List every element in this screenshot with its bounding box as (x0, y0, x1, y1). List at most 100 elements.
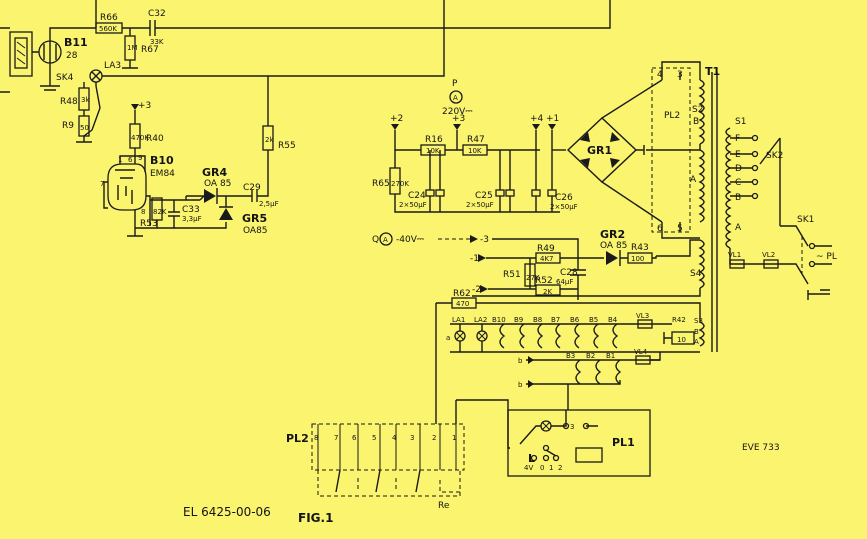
tap-d: D (735, 164, 742, 174)
gr5-label: GR5 (242, 212, 267, 225)
pl1-box (507, 409, 651, 477)
b10-label: B10 (150, 154, 174, 167)
c26-label: C26 (555, 193, 573, 203)
c33-label: C33 (182, 205, 200, 215)
s3-b: B (694, 328, 699, 336)
s2-a: A (690, 175, 697, 185)
r65-label: R65 (372, 179, 390, 189)
r9-value: 50 (80, 124, 89, 132)
plus3a-label: +3 (138, 101, 151, 111)
lamp-bank-section: R62 470 LA1 LA2 B10 B9 B8 B7 B6 B5 B4 VL… (436, 289, 701, 410)
r62-value: 470 (456, 300, 469, 308)
pin6: 6 (128, 156, 133, 164)
tap-b: B (735, 193, 741, 203)
plus3b-label: +3 (452, 114, 465, 124)
r43-label: R43 (631, 243, 649, 253)
r51-value: 27K (526, 274, 540, 282)
p-voltage: 220V⎓ (442, 107, 473, 117)
pl1-label: PL1 (612, 436, 635, 449)
pl2b-pin2: 2 (432, 434, 436, 442)
q-circle: A (383, 236, 388, 244)
ldr-cell (9, 31, 33, 77)
b10-tube-section: +3 470K R40 9 B10 EM84 1 7 6 8 82K R53 C… (100, 76, 296, 237)
pl1-pin3: 3 (570, 423, 574, 431)
c28-value: 64µF (556, 278, 573, 286)
pl2-pin4: 4 (657, 70, 663, 80)
top-left-section: B11 28 SK4 R66 560K C32 33K 1M R67 LA3 R… (0, 0, 611, 143)
r52-value: 2K (543, 288, 552, 296)
b2-label: B2 (586, 352, 595, 360)
m2-label: -2 (472, 285, 481, 295)
la2-label: LA2 (474, 316, 487, 324)
r48-label: R48 (60, 97, 78, 107)
r43-value: 100 (631, 255, 644, 263)
s1-label: S1 (735, 117, 746, 127)
drawing-number: EL 6425-00-06 (183, 505, 271, 519)
r55-label: R55 (278, 141, 296, 151)
m1-label: -1 (470, 254, 479, 264)
tap-a: A (735, 223, 742, 233)
b5-label: B5 (589, 316, 598, 324)
c24-label: C24 (408, 191, 426, 201)
q-voltage: -40V⎓ (396, 235, 424, 245)
vl1-fuse (729, 259, 745, 269)
c33-value: 3,3µF (182, 215, 202, 223)
s2-label: S2 (692, 105, 703, 115)
gr4-label: GR4 (202, 166, 227, 179)
vl4-label: VL4 (634, 348, 648, 356)
sk1-label: SK1 (797, 215, 814, 225)
r67-label: R67 (141, 45, 159, 55)
gr1-label: GR1 (587, 144, 612, 157)
b6-label: B6 (570, 316, 580, 324)
pin8: 8 (141, 208, 145, 216)
c32-value: 33K (150, 38, 164, 46)
pl2b-plug-outline (311, 423, 465, 471)
c25-cap-a (495, 189, 505, 197)
r9-label: R9 (62, 121, 74, 131)
vl3-label: VL3 (636, 312, 649, 320)
gr2-type: OA 85 (600, 241, 627, 251)
r49-value: 4K7 (540, 255, 554, 263)
r16-label: R16 (425, 135, 443, 145)
c26-cap-a (531, 189, 541, 197)
s2-b: B (693, 117, 699, 127)
r16-value: 10K (426, 147, 440, 155)
c24-cap-a (425, 189, 435, 197)
c25-label: C25 (475, 191, 493, 201)
r49-label: R49 (537, 244, 555, 254)
plus2-label: +2 (390, 114, 403, 124)
r65-value: 270K (391, 180, 409, 188)
la1-label: LA1 (452, 316, 465, 324)
r42-value: 10 (677, 336, 686, 344)
eve-code: EVE 733 (742, 443, 780, 453)
r55-value: 2k (265, 136, 274, 144)
r51-resistor (524, 263, 536, 287)
pl1-0: 0 (540, 464, 544, 472)
tap-f: F (735, 134, 740, 144)
r40-label: R40 (146, 134, 164, 144)
c32-label: C32 (148, 9, 166, 19)
r47-label: R47 (467, 135, 485, 145)
pl2-pin6: 6 (657, 224, 663, 234)
pin9: 9 (138, 154, 142, 162)
mains-label: ~ PL (816, 252, 837, 262)
gr1-bridge: GR1 (566, 79, 663, 223)
r40-value: 470K (131, 134, 149, 142)
c24-cap-b (435, 189, 445, 197)
gr5-type: OA85 (243, 226, 268, 236)
b11-type: 28 (66, 51, 78, 61)
r47-value: 10K (468, 147, 482, 155)
c29-value: 2,5µF (259, 200, 279, 208)
vl2-fuse (763, 259, 779, 269)
bus-b1: b (518, 357, 523, 365)
power-supply-section: P A 220V⎓ +2 +3 R16 10K R47 10K R65 270K… (372, 79, 578, 213)
r67-value: 1M (127, 44, 138, 52)
pl2b-pin5: 5 (372, 434, 376, 442)
m3-label: -3 (480, 235, 489, 245)
r62-label: R62 (453, 289, 471, 299)
r53-value: 82K (153, 208, 167, 216)
c29-label: C29 (243, 183, 261, 193)
b3-label: B3 (566, 352, 575, 360)
pl1-element (575, 447, 603, 463)
pl1-4v: 4V (524, 464, 533, 472)
